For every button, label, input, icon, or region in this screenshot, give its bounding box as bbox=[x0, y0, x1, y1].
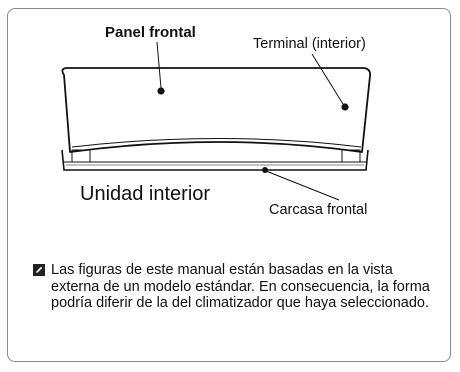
front-casing-label: Carcasa frontal bbox=[269, 202, 368, 218]
indoor-unit-label: Unidad interior bbox=[80, 183, 211, 205]
indoor-unit-diagram bbox=[61, 41, 372, 201]
front-panel-shape bbox=[61, 67, 372, 153]
pencil-box-icon bbox=[33, 264, 45, 276]
front-panel-label: Panel frontal bbox=[105, 24, 196, 41]
casing-dot bbox=[262, 167, 268, 173]
content-frame bbox=[7, 8, 451, 362]
front-panel-dot bbox=[157, 87, 165, 95]
terminal-label: Terminal (interior) bbox=[253, 36, 366, 52]
front-casing-shape bbox=[61, 149, 369, 171]
note-text: Las figuras de este manual están basadas… bbox=[51, 262, 430, 311]
terminal-dot bbox=[341, 103, 349, 111]
